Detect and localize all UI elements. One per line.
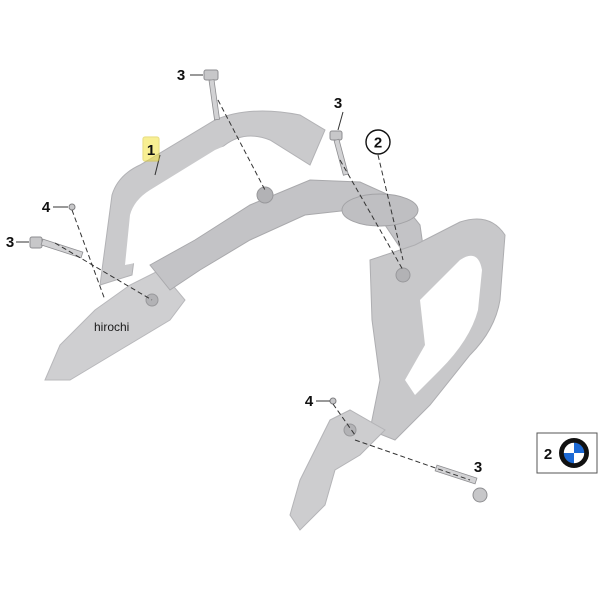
callout-bolt-center: 3: [334, 95, 342, 112]
callout-washer-left: 4: [42, 199, 51, 216]
bolt-center: [329, 130, 349, 176]
bolt-bottom-right: [434, 464, 488, 503]
bolt-top: [203, 69, 220, 121]
callout-washer-right: 4: [305, 393, 314, 410]
rack-center-collar: [341, 193, 419, 227]
leader-lines: [16, 74, 344, 402]
rack-part: [44, 110, 506, 531]
rack-boss-center: [395, 267, 411, 283]
assembly-lines: [54, 99, 471, 481]
watermark: hirochi: [94, 320, 129, 334]
callout-part-1: 1: [147, 142, 155, 159]
callout-1-highlight: [142, 136, 160, 162]
washer-right: [329, 397, 337, 405]
rack-right-leg: [289, 409, 386, 531]
rack-boss-top: [256, 186, 274, 204]
rack-left-handle-hole: [125, 143, 255, 265]
callout-part-2: 2: [374, 135, 382, 152]
callout-bolt-top: 3: [177, 67, 185, 84]
callout-bolt-left: 3: [6, 234, 14, 251]
logo-reference-box: 2: [536, 432, 598, 474]
bolt-left: [29, 236, 84, 259]
callout-2-circle: [365, 129, 391, 155]
bmw-logo-icon: [559, 438, 589, 468]
callout-bolt-bottom-right: 3: [474, 459, 482, 476]
rack-right-arm-hole: [405, 255, 482, 395]
washer-left: [68, 203, 76, 211]
logo-ref-number: 2: [544, 446, 552, 463]
